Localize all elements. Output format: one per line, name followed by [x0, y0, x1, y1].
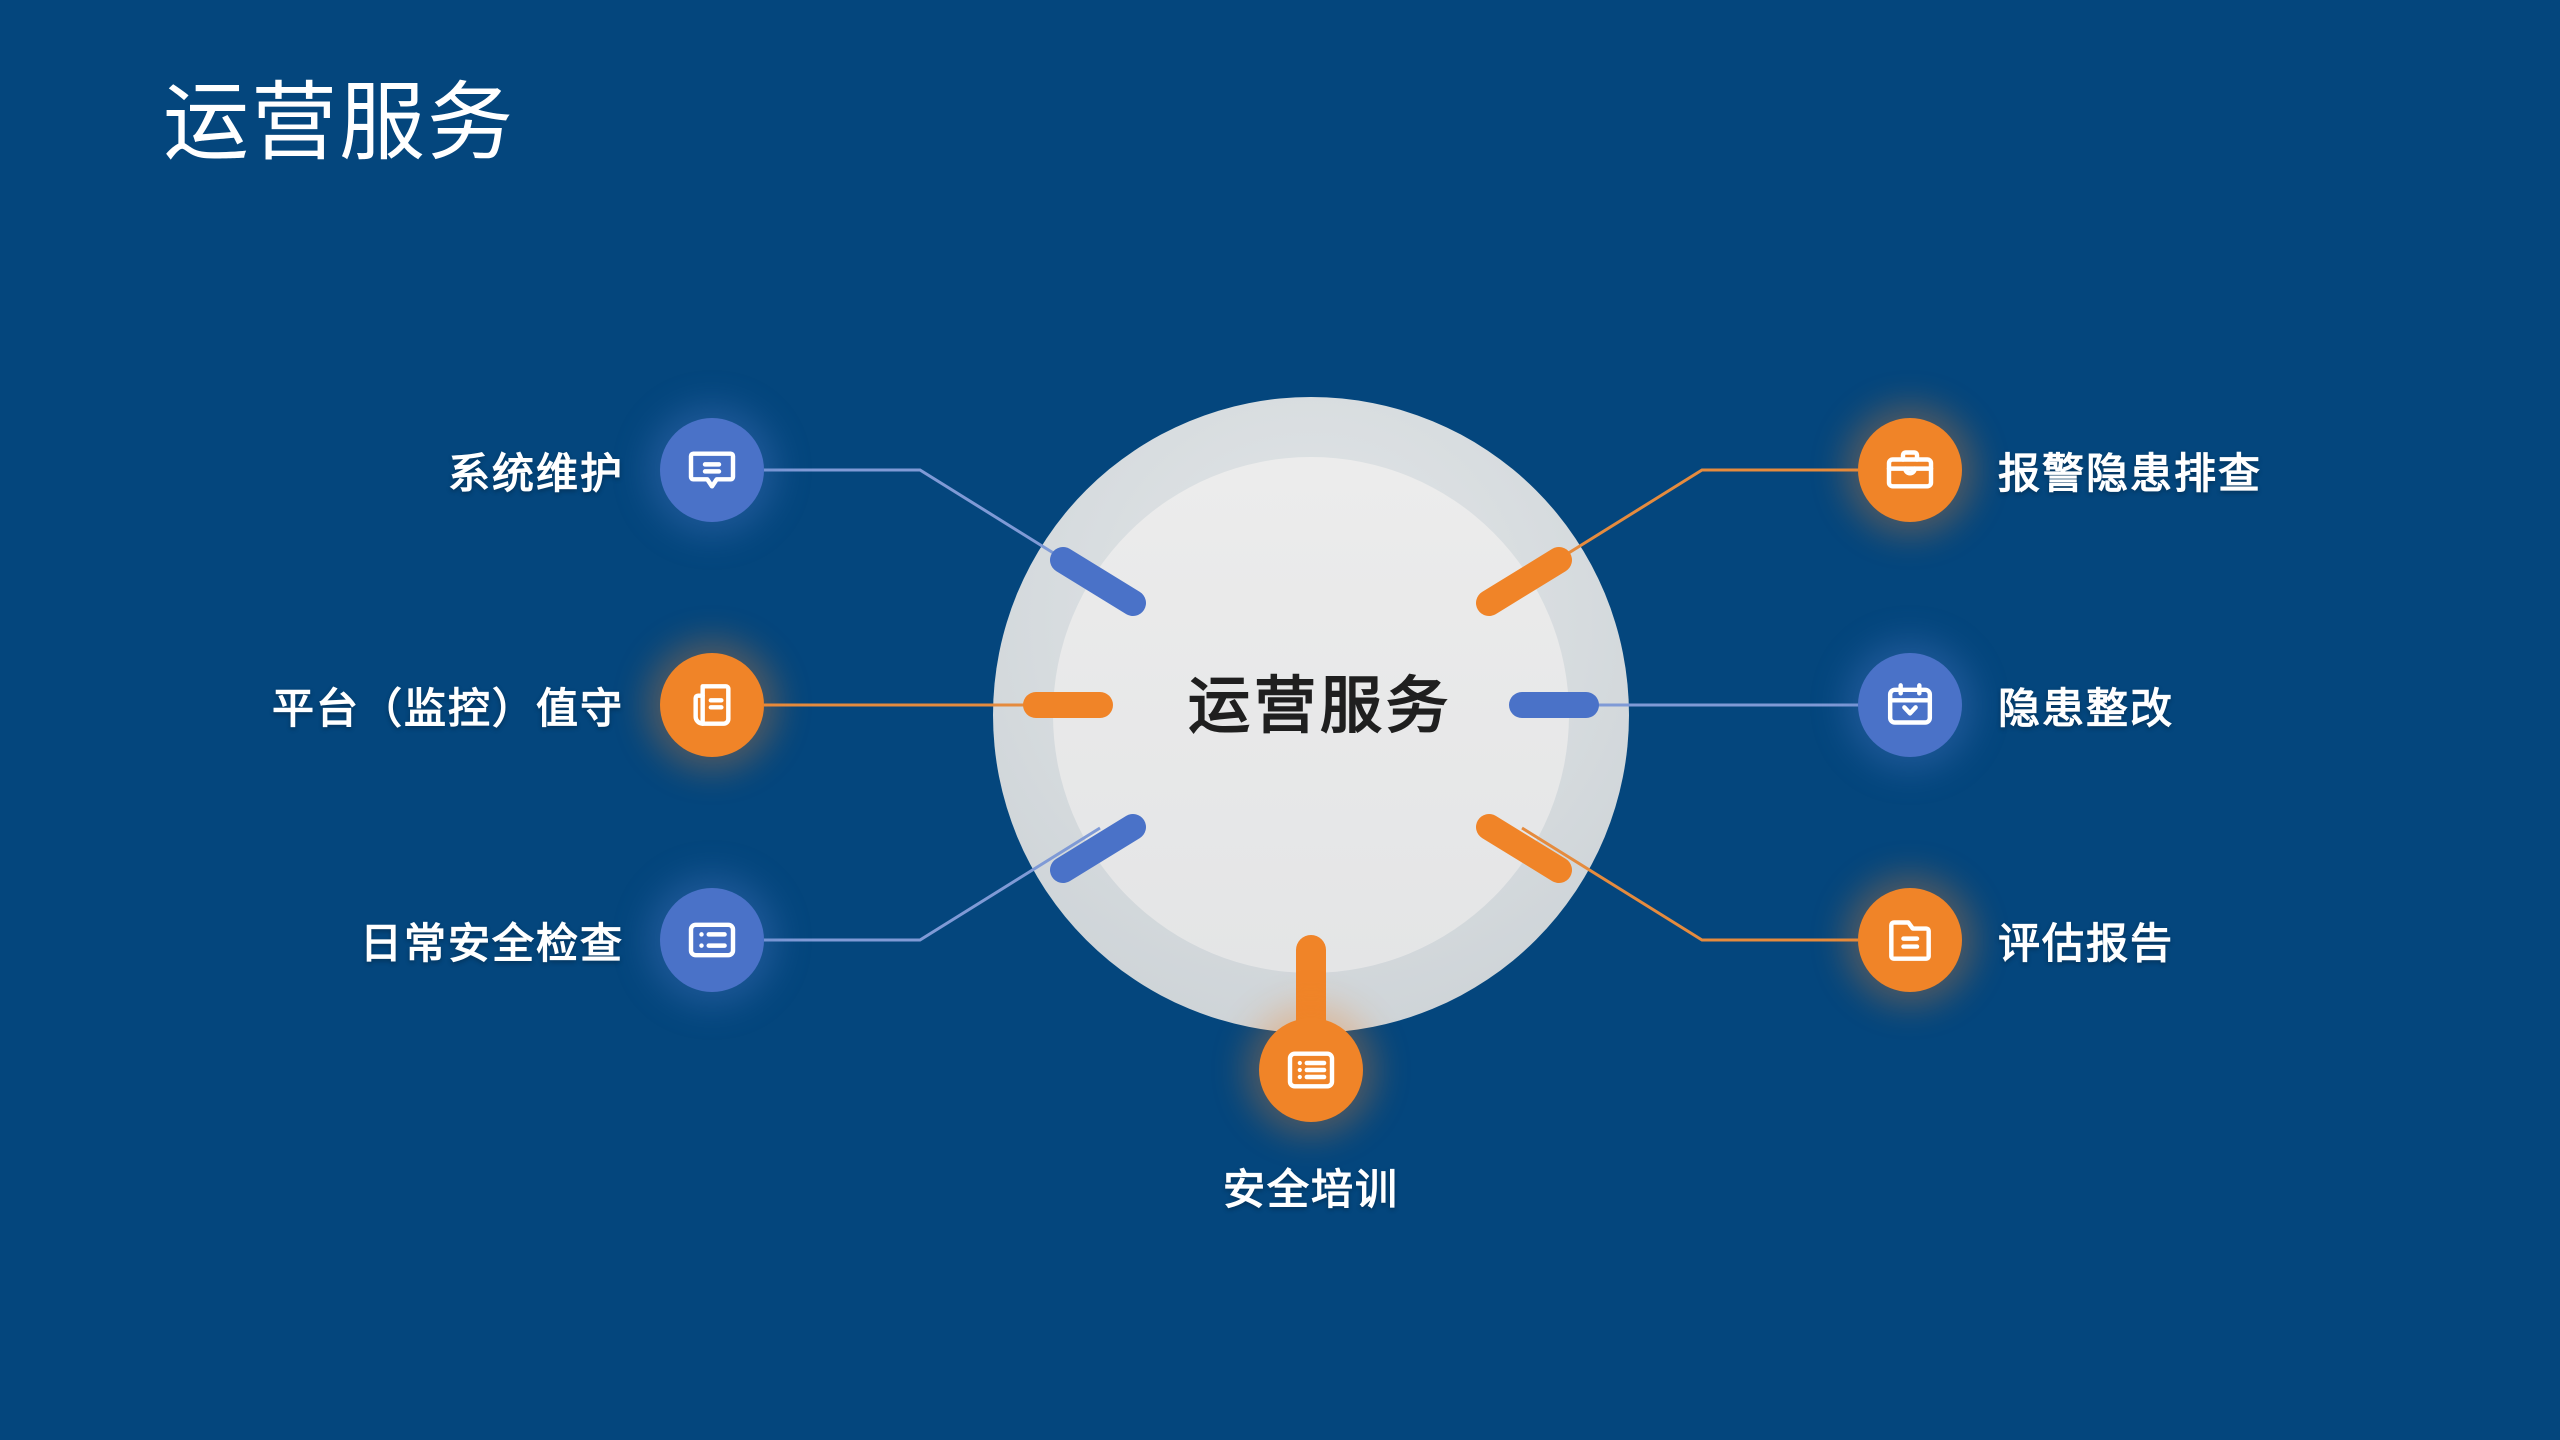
hub-ring [993, 397, 1629, 1033]
node-hazard-rectification[interactable]: 隐患整改 [1858, 653, 2560, 757]
hub-label: 运营服务 [1187, 672, 1452, 741]
node-label-alarm-hazard-investigation: 报警隐患排查 [1998, 449, 2263, 497]
connector-daily-safety-inspection [764, 826, 1101, 942]
message-icon [660, 418, 764, 522]
stub-daily-safety-inspection [1050, 814, 1146, 883]
node-safety-training[interactable]: 安全培训 [1161, 1018, 1461, 1217]
connector-system-maintenance [764, 468, 1101, 584]
connector-assessment-report [1521, 826, 1858, 942]
node-label-assessment-report: 评估报告 [1998, 919, 2175, 967]
list-box-icon [1259, 1018, 1363, 1122]
list-icon [660, 888, 764, 992]
stub-assessment-report [1476, 814, 1572, 883]
node-alarm-hazard-investigation[interactable]: 报警隐患排查 [1858, 418, 2560, 522]
node-label-safety-training: 安全培训 [1222, 1166, 1399, 1213]
folder-document-icon [1858, 888, 1962, 992]
page-title: 运营服务 [163, 75, 515, 171]
stub-system-maintenance [1050, 547, 1146, 616]
briefcase-icon [1858, 418, 1962, 522]
node-label-daily-safety-inspection: 日常安全检查 [359, 919, 624, 967]
node-label-system-maintenance: 系统维护 [447, 449, 624, 497]
connector-alarm-hazard-investigation [1521, 468, 1858, 584]
node-system-maintenance[interactable]: 系统维护 [0, 418, 764, 522]
calendar-icon [1858, 653, 1962, 757]
node-label-platform-monitoring-duty: 平台（监控）值守 [271, 684, 624, 732]
node-assessment-report[interactable]: 评估报告 [1858, 888, 2560, 992]
node-daily-safety-inspection[interactable]: 日常安全检查 [0, 888, 764, 992]
notebook-icon [660, 653, 764, 757]
node-label-hazard-rectification: 隐患整改 [1998, 684, 2175, 732]
connector-arrow-stubs [1023, 547, 1599, 1085]
stub-alarm-hazard-investigation [1476, 547, 1572, 616]
node-platform-monitoring-duty[interactable]: 平台（监控）值守 [0, 653, 764, 757]
